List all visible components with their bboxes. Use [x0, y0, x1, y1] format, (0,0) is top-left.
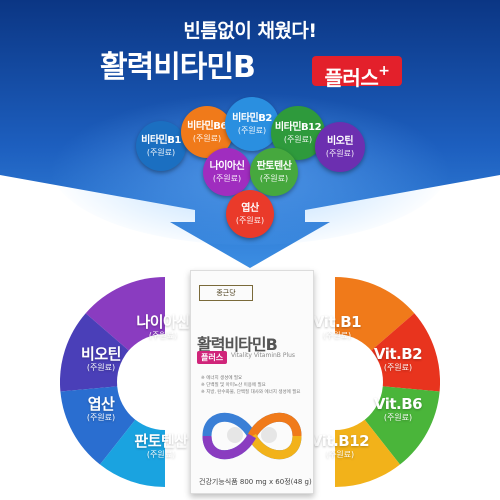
- product-claim-line: ※ 단백질 및 아미노산 이용에 필요: [201, 383, 266, 388]
- wheel-label-name: Vit.B12: [310, 432, 370, 450]
- headline: 활력비타민B: [100, 50, 256, 85]
- product-infinity-graphic: [202, 412, 302, 460]
- product-claim-line: ※ 지방, 탄수화물, 단백질 대사와 에너지 생성에 필요: [201, 390, 301, 395]
- wheel-label-vit-b12: Vit.B12 (주원료): [300, 432, 380, 460]
- bubble-label: 비오틴: [326, 135, 354, 147]
- bubble-sub: (주원료): [212, 173, 242, 183]
- bubble-sub: (주원료): [237, 125, 267, 135]
- wheel-label-sub: (주원료): [146, 450, 176, 459]
- bubble-folic-acid: 엽산 (주원료): [226, 190, 274, 238]
- bubble-vitamin-b2: 비타민B2 (주원료): [225, 97, 279, 151]
- wheel-label-sub: (주원료): [325, 450, 355, 459]
- wheel-label-sub: (주원료): [383, 363, 413, 372]
- wheel-label-name: Vit.B6: [373, 395, 423, 413]
- wheel-label-name: 나이아신: [136, 313, 190, 331]
- product-subtitle: Vitality VitaminB Plus: [231, 352, 296, 359]
- wheel-label-sub: (주원료): [383, 413, 413, 422]
- bubble-label: 비타민B6: [187, 120, 227, 132]
- bubble-sub: (주원료): [259, 173, 289, 183]
- wheel-label-sub: (주원료): [322, 331, 352, 340]
- product-claim-line: ※ 에너지 생성에 필요: [201, 376, 243, 381]
- product-title: 활력비타민B: [197, 335, 278, 354]
- bubble-sub: (주원료): [192, 133, 222, 143]
- brand-logo: 종근당: [199, 285, 253, 301]
- bubble-sub: (주원료): [325, 148, 355, 158]
- bubble-niacin: 나이아신 (주원료): [203, 148, 251, 196]
- tagline: 빈틈없이 채웠다!: [183, 20, 317, 42]
- bubble-vitamin-b1: 비타민B1 (주원료): [136, 121, 186, 171]
- wheel-label-name: Vit.B2: [373, 345, 423, 363]
- bubble-sub: (주원료): [283, 134, 313, 144]
- wheel-label-niacin: 나이아신 (주원료): [123, 313, 203, 341]
- wheel-label-sub: (주원료): [86, 363, 116, 372]
- product-plus-badge: 플러스: [197, 351, 228, 364]
- wheel-label-name: 엽산: [87, 395, 115, 413]
- bubble-sub: (주원료): [146, 147, 176, 157]
- wheel-label-vit-b6: Vit.B6 (주원료): [358, 395, 438, 423]
- plus-badge: 플러스+: [312, 56, 402, 90]
- wheel-label-biotin: 비오틴 (주원료): [61, 345, 141, 373]
- bubble-label: 나이아신: [209, 160, 245, 172]
- plus-badge-sup: +: [378, 63, 390, 79]
- bubble-label: 비타민B12: [274, 121, 322, 133]
- bubble-label: 판토텐산: [256, 160, 292, 172]
- wheel-label-pantothenic-acid: 판토텐산 (주원료): [121, 432, 201, 460]
- bubble-sub: (주원료): [235, 215, 265, 225]
- product-footer: 건강기능식품 800 mg x 60정(48 g): [199, 478, 312, 486]
- wheel-label-name: Vit.B1: [312, 313, 362, 331]
- bubble-label: 비타민B1: [141, 134, 181, 146]
- bubble-label: 비타민B2: [232, 112, 272, 124]
- bubble-pantothenic-acid: 판토텐산 (주원료): [250, 148, 298, 196]
- wheel-label-vit-b1: Vit.B1 (주원료): [297, 313, 377, 341]
- plus-badge-label: 플러스: [324, 66, 379, 90]
- wheel-label-sub: (주원료): [148, 331, 178, 340]
- bubble-biotin: 비오틴 (주원료): [315, 122, 365, 172]
- wheel-label-folic-acid: 엽산 (주원료): [61, 395, 141, 423]
- product-box: 종근당 활력비타민B 플러스 Vitality VitaminB Plus ※ …: [190, 270, 314, 494]
- wheel-label-name: 판토텐산: [134, 432, 188, 450]
- bubble-label: 엽산: [241, 202, 259, 214]
- wheel-label-sub: (주원료): [86, 413, 116, 422]
- wheel-label-name: 비오틴: [81, 345, 121, 363]
- wheel-label-vit-b2: Vit.B2 (주원료): [358, 345, 438, 373]
